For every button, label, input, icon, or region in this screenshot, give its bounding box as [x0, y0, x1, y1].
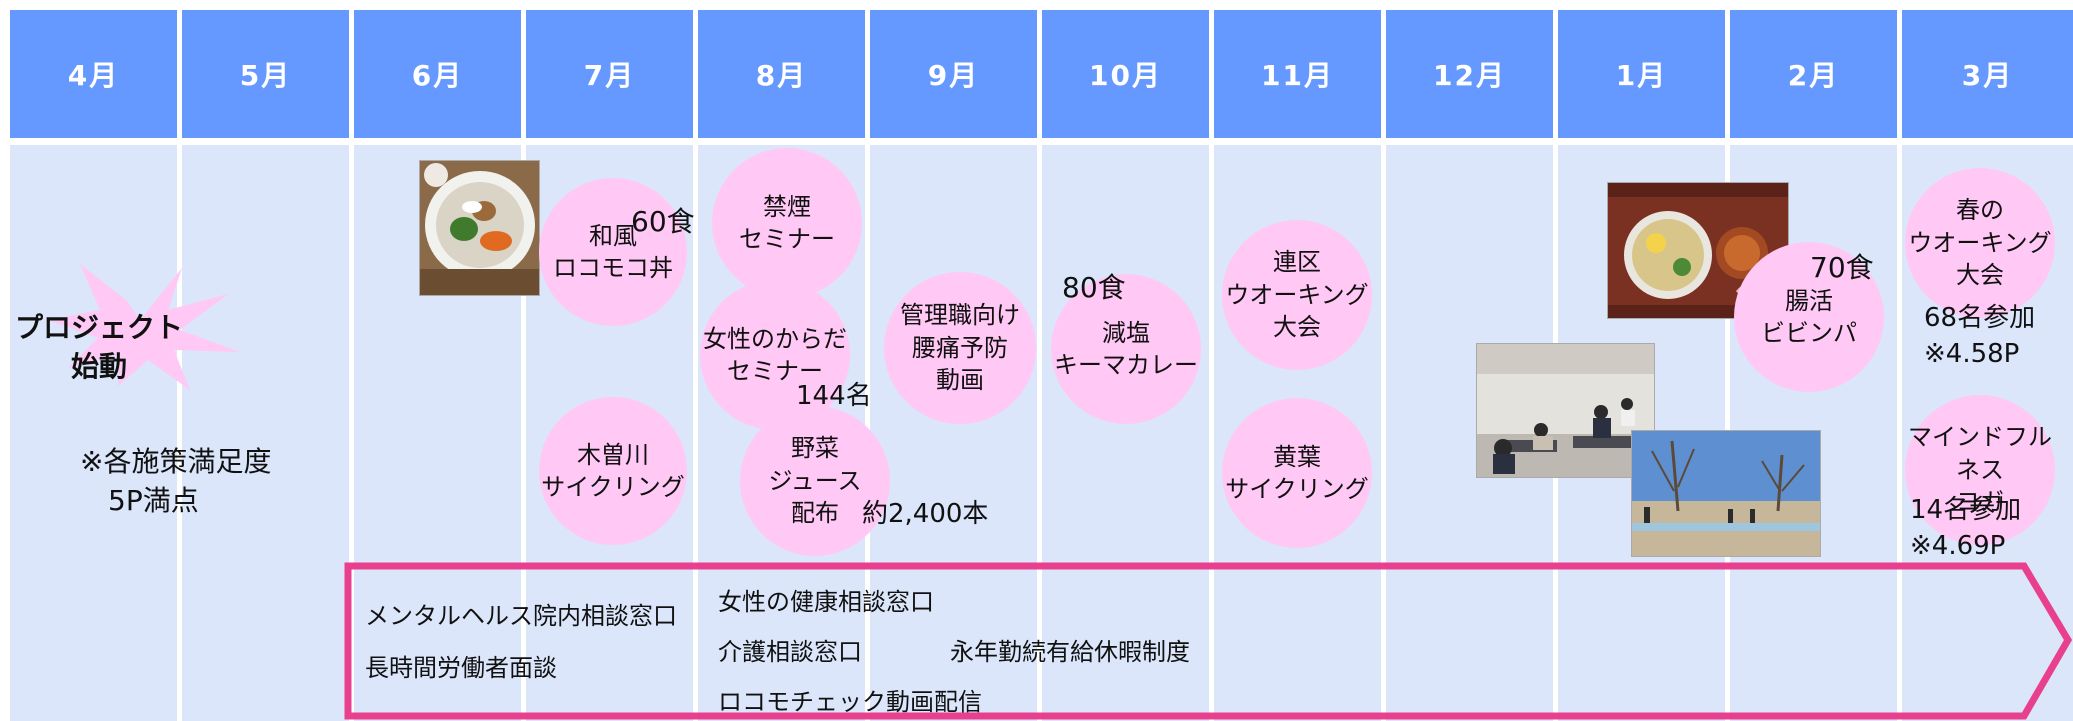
event-wafu-locomoco: 和風 ロコモコ丼 — [539, 178, 687, 326]
month-column-sep: 9月 — [870, 10, 1037, 721]
event-label: 連区 ウオーキング 大会 — [1225, 248, 1369, 342]
support-women-health: 女性の健康相談窓口 — [718, 588, 934, 616]
satisfaction-note: ※各施策満足度 5P満点 — [80, 445, 272, 518]
event-women-body-seminar: 女性のからだ セミナー — [700, 280, 850, 430]
event-label: 野菜 ジュース 配布 — [768, 434, 862, 528]
month-header: 2月 — [1730, 10, 1897, 138]
month-header: 7月 — [526, 10, 693, 138]
event-walking-event: 連区 ウオーキング 大会 — [1222, 220, 1372, 370]
event-count: 60食 — [631, 205, 695, 238]
month-header: 8月 — [698, 10, 865, 138]
event-autumn-cycling: 黄葉 サイクリング — [1222, 398, 1372, 548]
event-low-salt-curry: 減塩 キーマカレー — [1051, 274, 1201, 424]
event-label: 管理職向け 腰痛予防 動画 — [900, 301, 1020, 395]
month-body — [10, 145, 177, 721]
support-locomo-video: ロコモチェック動画配信 — [718, 688, 982, 716]
event-back-pain-video: 管理職向け 腰痛予防 動画 — [884, 272, 1036, 424]
support-care-consult: 介護相談窓口 — [718, 638, 862, 666]
kickoff-label: プロジェクト 始動 — [14, 311, 183, 384]
park-walk-photo — [1631, 430, 1821, 557]
event-label: 減塩 キーマカレー — [1054, 318, 1198, 379]
event-vegetable-juice: 野菜 ジュース 配布 — [740, 406, 890, 556]
month-body — [870, 145, 1037, 721]
kickoff-burst-icon — [48, 264, 240, 390]
event-spring-walking: 春の ウオーキング 大会 — [1905, 168, 2055, 318]
month-header: 4月 — [10, 10, 177, 138]
event-label: 腸活 ビビンパ — [1761, 286, 1857, 347]
month-column-oct: 10月 — [1042, 10, 1209, 721]
support-mental-health: メンタルヘルス院内相談窓口 — [365, 602, 677, 630]
month-column-apr: 4月 — [10, 10, 177, 721]
event-count: 80食 — [1062, 271, 1126, 304]
month-header: 9月 — [870, 10, 1037, 138]
month-header: 3月 — [1902, 10, 2073, 138]
event-label: 春の ウオーキング 大会 — [1908, 196, 2052, 290]
month-header: 11月 — [1214, 10, 1381, 138]
support-long-service-leave: 永年勤続有給休暇制度 — [950, 638, 1190, 666]
event-label: 女性のからだ セミナー — [703, 324, 847, 385]
month-header: 6月 — [354, 10, 521, 138]
event-mindfulness-yoga: マインドフルネス ヨガ — [1905, 395, 2055, 545]
event-label: 黄葉 サイクリング — [1225, 442, 1369, 503]
event-label: 和風 ロコモコ丼 — [553, 221, 673, 282]
month-header: 1月 — [1558, 10, 1725, 138]
month-body — [1042, 145, 1209, 721]
month-header: 10月 — [1042, 10, 1209, 138]
event-gut-bibimbap: 腸活 ビビンパ — [1734, 242, 1884, 392]
event-count: 70食 — [1810, 251, 1874, 284]
event-count: 約2,400本 — [862, 499, 989, 529]
month-body — [182, 145, 349, 721]
event-kisogawa-cycling: 木曽川 サイクリング — [539, 397, 687, 545]
event-label: 木曽川 サイクリング — [541, 440, 685, 501]
donburi-photo — [419, 160, 540, 296]
month-header: 5月 — [182, 10, 349, 138]
month-column-may: 5月 — [182, 10, 349, 721]
event-no-smoking-seminar: 禁煙 セミナー — [712, 148, 862, 298]
support-long-hours: 長時間労働者面談 — [365, 654, 557, 682]
event-result: 68名参加 ※4.58P — [1924, 303, 2036, 370]
event-label: マインドフルネス ヨガ — [1908, 423, 2052, 517]
month-header: 12月 — [1386, 10, 1553, 138]
event-result: 14名参加 ※4.69P — [1910, 495, 2022, 562]
yoga-class-photo — [1476, 343, 1655, 478]
event-label: 禁煙 セミナー — [739, 192, 835, 253]
